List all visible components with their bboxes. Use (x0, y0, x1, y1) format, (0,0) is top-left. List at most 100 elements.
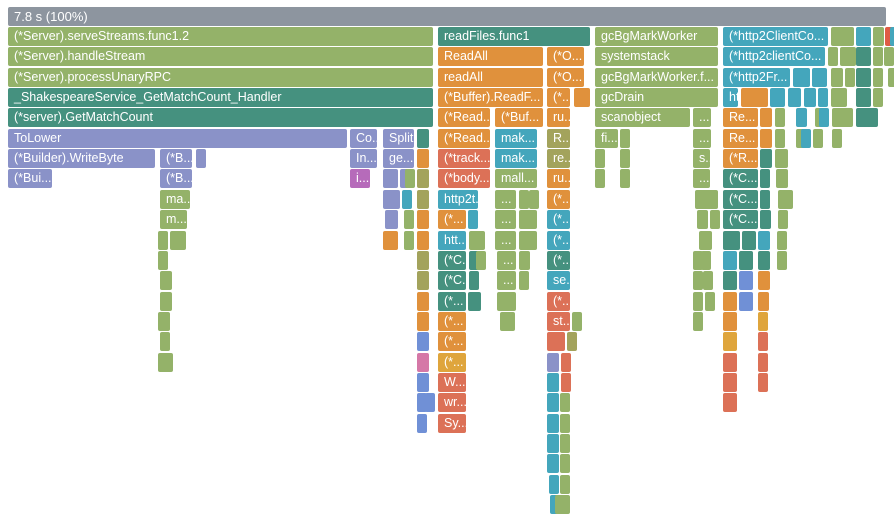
flame-cell[interactable] (846, 47, 856, 67)
flame-cell[interactable] (567, 332, 577, 352)
flame-cell[interactable] (813, 128, 823, 148)
flame-cell[interactable]: ... (693, 169, 710, 189)
flame-cell[interactable] (469, 230, 479, 250)
flame-cell[interactable]: ru... (547, 169, 570, 189)
flame-cell[interactable] (723, 291, 737, 311)
flame-cell[interactable] (417, 210, 429, 230)
flame-cell[interactable]: (*B... (160, 169, 192, 189)
flame-cell[interactable] (760, 169, 770, 189)
flame-cell[interactable] (742, 230, 756, 250)
flame-cell[interactable]: (*Buffer).ReadF... (438, 88, 543, 108)
flame-cell[interactable]: (*... (438, 352, 466, 372)
flame-cell[interactable] (572, 311, 582, 331)
flame-cell[interactable]: (*... (547, 250, 570, 270)
flame-cell[interactable]: (*Server).serveStreams.func1.2 (8, 27, 433, 46)
flame-cell[interactable] (885, 27, 894, 46)
flame-cell[interactable] (475, 230, 485, 250)
flame-cell[interactable]: (*server).GetMatchCount (8, 108, 433, 128)
flame-cell[interactable] (519, 271, 529, 291)
flame-cell[interactable] (888, 67, 894, 87)
flame-cell[interactable]: _ShakespeareService_GetMatchCount_Handle… (8, 88, 433, 108)
flame-cell[interactable] (758, 372, 768, 392)
flame-cell[interactable] (417, 149, 429, 169)
flame-cell[interactable] (547, 332, 565, 352)
flame-cell[interactable] (158, 250, 168, 270)
flame-cell[interactable] (760, 149, 772, 169)
flame-cell[interactable]: (*... (438, 332, 466, 352)
flame-cell[interactable] (831, 67, 843, 87)
flame-cell[interactable] (196, 149, 206, 169)
flame-cell[interactable] (549, 474, 559, 494)
flame-cell[interactable]: ... (495, 230, 516, 250)
flame-cell[interactable] (693, 271, 703, 291)
flame-cell[interactable] (770, 88, 785, 108)
flame-cell[interactable] (693, 250, 703, 270)
flame-cell[interactable]: gcBgMarkWorker.f... (595, 67, 718, 87)
flame-cell[interactable]: (*http2clientCo... (723, 47, 825, 67)
flame-cell[interactable]: (*... (438, 210, 466, 230)
flame-cell[interactable] (620, 169, 630, 189)
flame-cell[interactable]: http2t... (438, 189, 478, 209)
flame-cell[interactable]: re... (547, 149, 570, 169)
flame-cell[interactable]: readFiles.func1 (438, 27, 590, 46)
flame-cell[interactable] (469, 250, 479, 270)
flame-cell[interactable] (519, 250, 530, 270)
flame-cell[interactable]: readAll (438, 67, 543, 87)
flame-cell[interactable] (831, 27, 854, 46)
flame-cell[interactable] (163, 352, 173, 372)
flame-cell[interactable] (497, 291, 516, 311)
flame-cell[interactable] (469, 271, 479, 291)
flame-cell[interactable]: (*C... (438, 271, 466, 291)
flame-cell[interactable] (723, 352, 737, 372)
flame-cell[interactable] (547, 413, 559, 433)
flame-cell[interactable]: mak... (495, 149, 537, 169)
flame-cell[interactable]: (*http2ClientCo... (723, 27, 828, 46)
flame-cell[interactable] (856, 88, 871, 108)
flame-cell[interactable] (404, 230, 414, 250)
flame-cell[interactable] (760, 108, 772, 128)
flame-cell[interactable] (529, 189, 539, 209)
flame-cell[interactable] (868, 108, 878, 128)
flame-cell[interactable] (425, 393, 435, 413)
flame-cell[interactable]: (*Read... (438, 108, 490, 128)
flame-cell[interactable] (476, 250, 486, 270)
flame-cell[interactable] (574, 88, 584, 108)
flame-cell[interactable] (417, 250, 429, 270)
flame-cell[interactable] (884, 47, 894, 67)
flame-cell[interactable] (561, 352, 571, 372)
flame-cell[interactable]: (*http2Fr... (723, 67, 790, 87)
flame-cell[interactable] (723, 372, 737, 392)
flame-cell[interactable] (405, 169, 415, 189)
flame-cell[interactable] (560, 495, 570, 514)
flame-cell[interactable]: mall... (495, 169, 537, 189)
flame-cell[interactable] (873, 47, 883, 67)
flame-cell[interactable] (819, 108, 829, 128)
flame-cell[interactable] (758, 352, 768, 372)
flame-cell[interactable]: (*Server).processUnaryRPC (8, 67, 433, 87)
flame-cell[interactable]: ... (495, 189, 516, 209)
flame-cell[interactable]: (*C... (723, 210, 758, 230)
flame-cell[interactable] (793, 67, 810, 87)
flame-cell[interactable] (723, 271, 737, 291)
flame-cell[interactable]: ... (693, 108, 711, 128)
flame-cell[interactable] (560, 434, 570, 453)
flame-cell[interactable] (723, 393, 737, 413)
flame-cell[interactable] (417, 372, 429, 392)
flame-cell[interactable] (758, 332, 768, 352)
flame-cell[interactable] (812, 67, 827, 87)
flame-cell[interactable] (840, 47, 850, 67)
flame-cell[interactable] (547, 454, 559, 474)
flame-cell[interactable] (828, 47, 838, 67)
flame-cell[interactable]: s... (693, 149, 710, 169)
flame-cell[interactable]: Re... (723, 128, 758, 148)
flame-cell[interactable] (561, 372, 571, 392)
flame-cell[interactable]: ... (495, 210, 516, 230)
flame-cell[interactable] (385, 210, 398, 230)
flame-cell[interactable]: i... (350, 169, 370, 189)
flame-cell[interactable]: (*... (547, 291, 570, 311)
flame-cell[interactable] (775, 108, 785, 128)
flame-cell[interactable] (417, 230, 429, 250)
flame-cell[interactable] (158, 311, 170, 331)
flame-cell[interactable] (739, 271, 753, 291)
flame-cell[interactable] (832, 108, 842, 128)
